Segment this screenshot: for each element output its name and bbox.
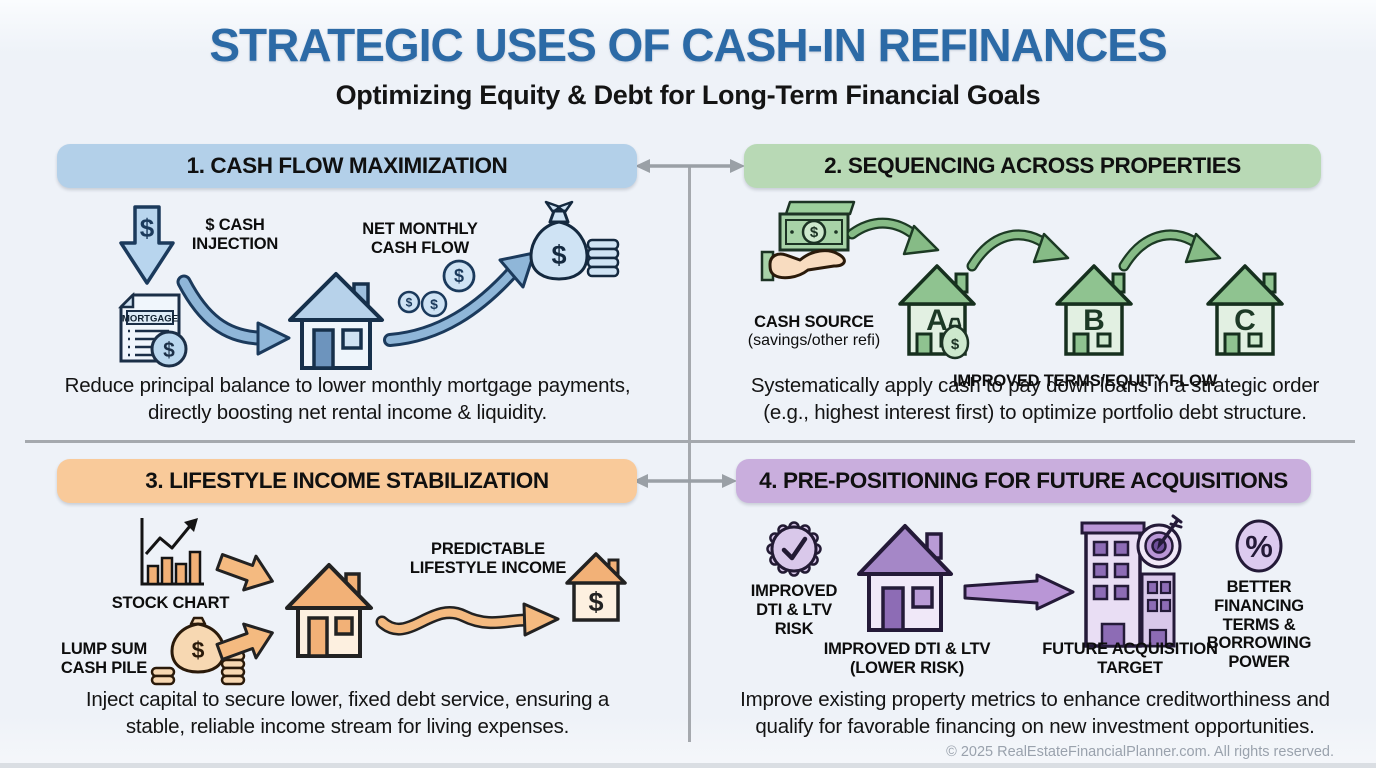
improved-dti-label: IMPROVED DTI & LTV (LOWER RISK) [823, 640, 991, 677]
q1-description: Reduce principal balance to lower monthl… [64, 374, 631, 425]
cash-source-label: CASH SOURCE (savings/other refi) [747, 312, 881, 349]
svg-text:$: $ [192, 637, 205, 663]
badge-risk-label: IMPROVED DTI & LTV RISK [750, 582, 838, 638]
wavy-arrow-icon [375, 602, 560, 637]
orange-arrow-1-icon [215, 553, 274, 592]
q3-header: 3. LIFESTYLE INCOME STABILIZATION [57, 459, 637, 503]
page-title: STRATEGIC USES OF CASH-IN REFINANCES [209, 19, 1167, 71]
svg-text:$: $ [163, 339, 175, 362]
building-target-icon [1080, 514, 1183, 648]
double-arrow-bottom-icon [633, 474, 737, 488]
house-b-icon: B [1055, 264, 1133, 356]
svg-text:C: C [1234, 304, 1256, 337]
house-a-money-bag-icon: $ [940, 317, 970, 360]
svg-text:$: $ [430, 296, 438, 312]
bottom-edge-strip [0, 763, 1376, 768]
purple-arrow-icon [963, 573, 1075, 611]
q4-description: Improve existing property metrics to enh… [740, 688, 1330, 739]
net-monthly-label: NET MONTHLY CASH FLOW [362, 220, 478, 257]
page-subtitle: Optimizing Equity & Debt for Long-Term F… [335, 80, 1041, 110]
cash-injection-label: $ CASH INJECTION [191, 216, 279, 253]
swoosh-arrow-icon [176, 274, 291, 356]
q2-description: Systematically apply cash to pay down lo… [750, 374, 1320, 425]
horizontal-divider [25, 440, 1355, 443]
improved-terms-label: IMPROVED TERMS/EQUITY FLOW [952, 372, 1217, 390]
svg-text:MORTGAGE: MORTGAGE [122, 314, 178, 325]
percent-circle-icon: % [1235, 519, 1283, 573]
hop-arrow-1-icon [846, 217, 940, 256]
svg-text:$: $ [454, 266, 464, 286]
money-bag-icon: $ [529, 200, 620, 281]
cash-down-arrow-icon: $ [119, 205, 175, 285]
svg-text:B: B [1083, 304, 1105, 337]
hand-with-cash-icon: $ [760, 200, 856, 282]
small-house-dollar-icon: $ [565, 552, 627, 622]
copyright-text: © 2025 RealEstateFinancialPlanner.com. A… [946, 744, 1334, 760]
check-badge-icon [766, 521, 822, 577]
q2-header: 2. SEQUENCING ACROSS PROPERTIES [744, 144, 1321, 188]
better-financing-label: BETTER FINANCING TERMS & BORROWING POWER [1206, 578, 1312, 672]
future-acquisition-label: FUTURE ACQUISITION TARGET [1042, 640, 1218, 677]
house-blue-icon [288, 272, 384, 370]
svg-text:$: $ [406, 296, 413, 310]
house-purple-icon [857, 524, 953, 632]
mortgage-document-icon: MORTGAGE $ [117, 291, 188, 368]
stock-chart-icon [140, 518, 204, 586]
svg-text:%: % [1245, 529, 1273, 564]
svg-text:A: A [926, 304, 948, 337]
svg-text:$: $ [551, 240, 566, 270]
svg-text:$: $ [588, 587, 603, 617]
lump-sum-label: LUMP SUM CASH PILE [60, 640, 148, 677]
hop-arrow-2-icon [966, 229, 1070, 272]
q4-header: 4. PRE-POSITIONING FOR FUTURE ACQUISITIO… [736, 459, 1311, 503]
house-c-icon: C [1206, 264, 1284, 356]
svg-text:$: $ [140, 213, 155, 243]
svg-text:$: $ [810, 224, 819, 241]
q1-header: 1. CASH FLOW MAXIMIZATION [57, 144, 637, 188]
stock-chart-label: STOCK CHART [111, 594, 230, 612]
vertical-divider [688, 166, 691, 742]
q3-description: Inject capital to secure lower, fixed de… [85, 688, 610, 739]
svg-text:$: $ [951, 336, 960, 353]
orange-arrow-2-icon [215, 622, 274, 661]
house-orange-icon [285, 563, 373, 658]
rising-cash-arrow-icon: $ $ $ [383, 251, 536, 347]
hop-arrow-3-icon [1118, 229, 1222, 272]
cash-pile-icon: $ [150, 616, 246, 686]
double-arrow-top-icon [635, 159, 745, 173]
predictable-income-label: PREDICTABLE LIFESTYLE INCOME [409, 540, 567, 577]
